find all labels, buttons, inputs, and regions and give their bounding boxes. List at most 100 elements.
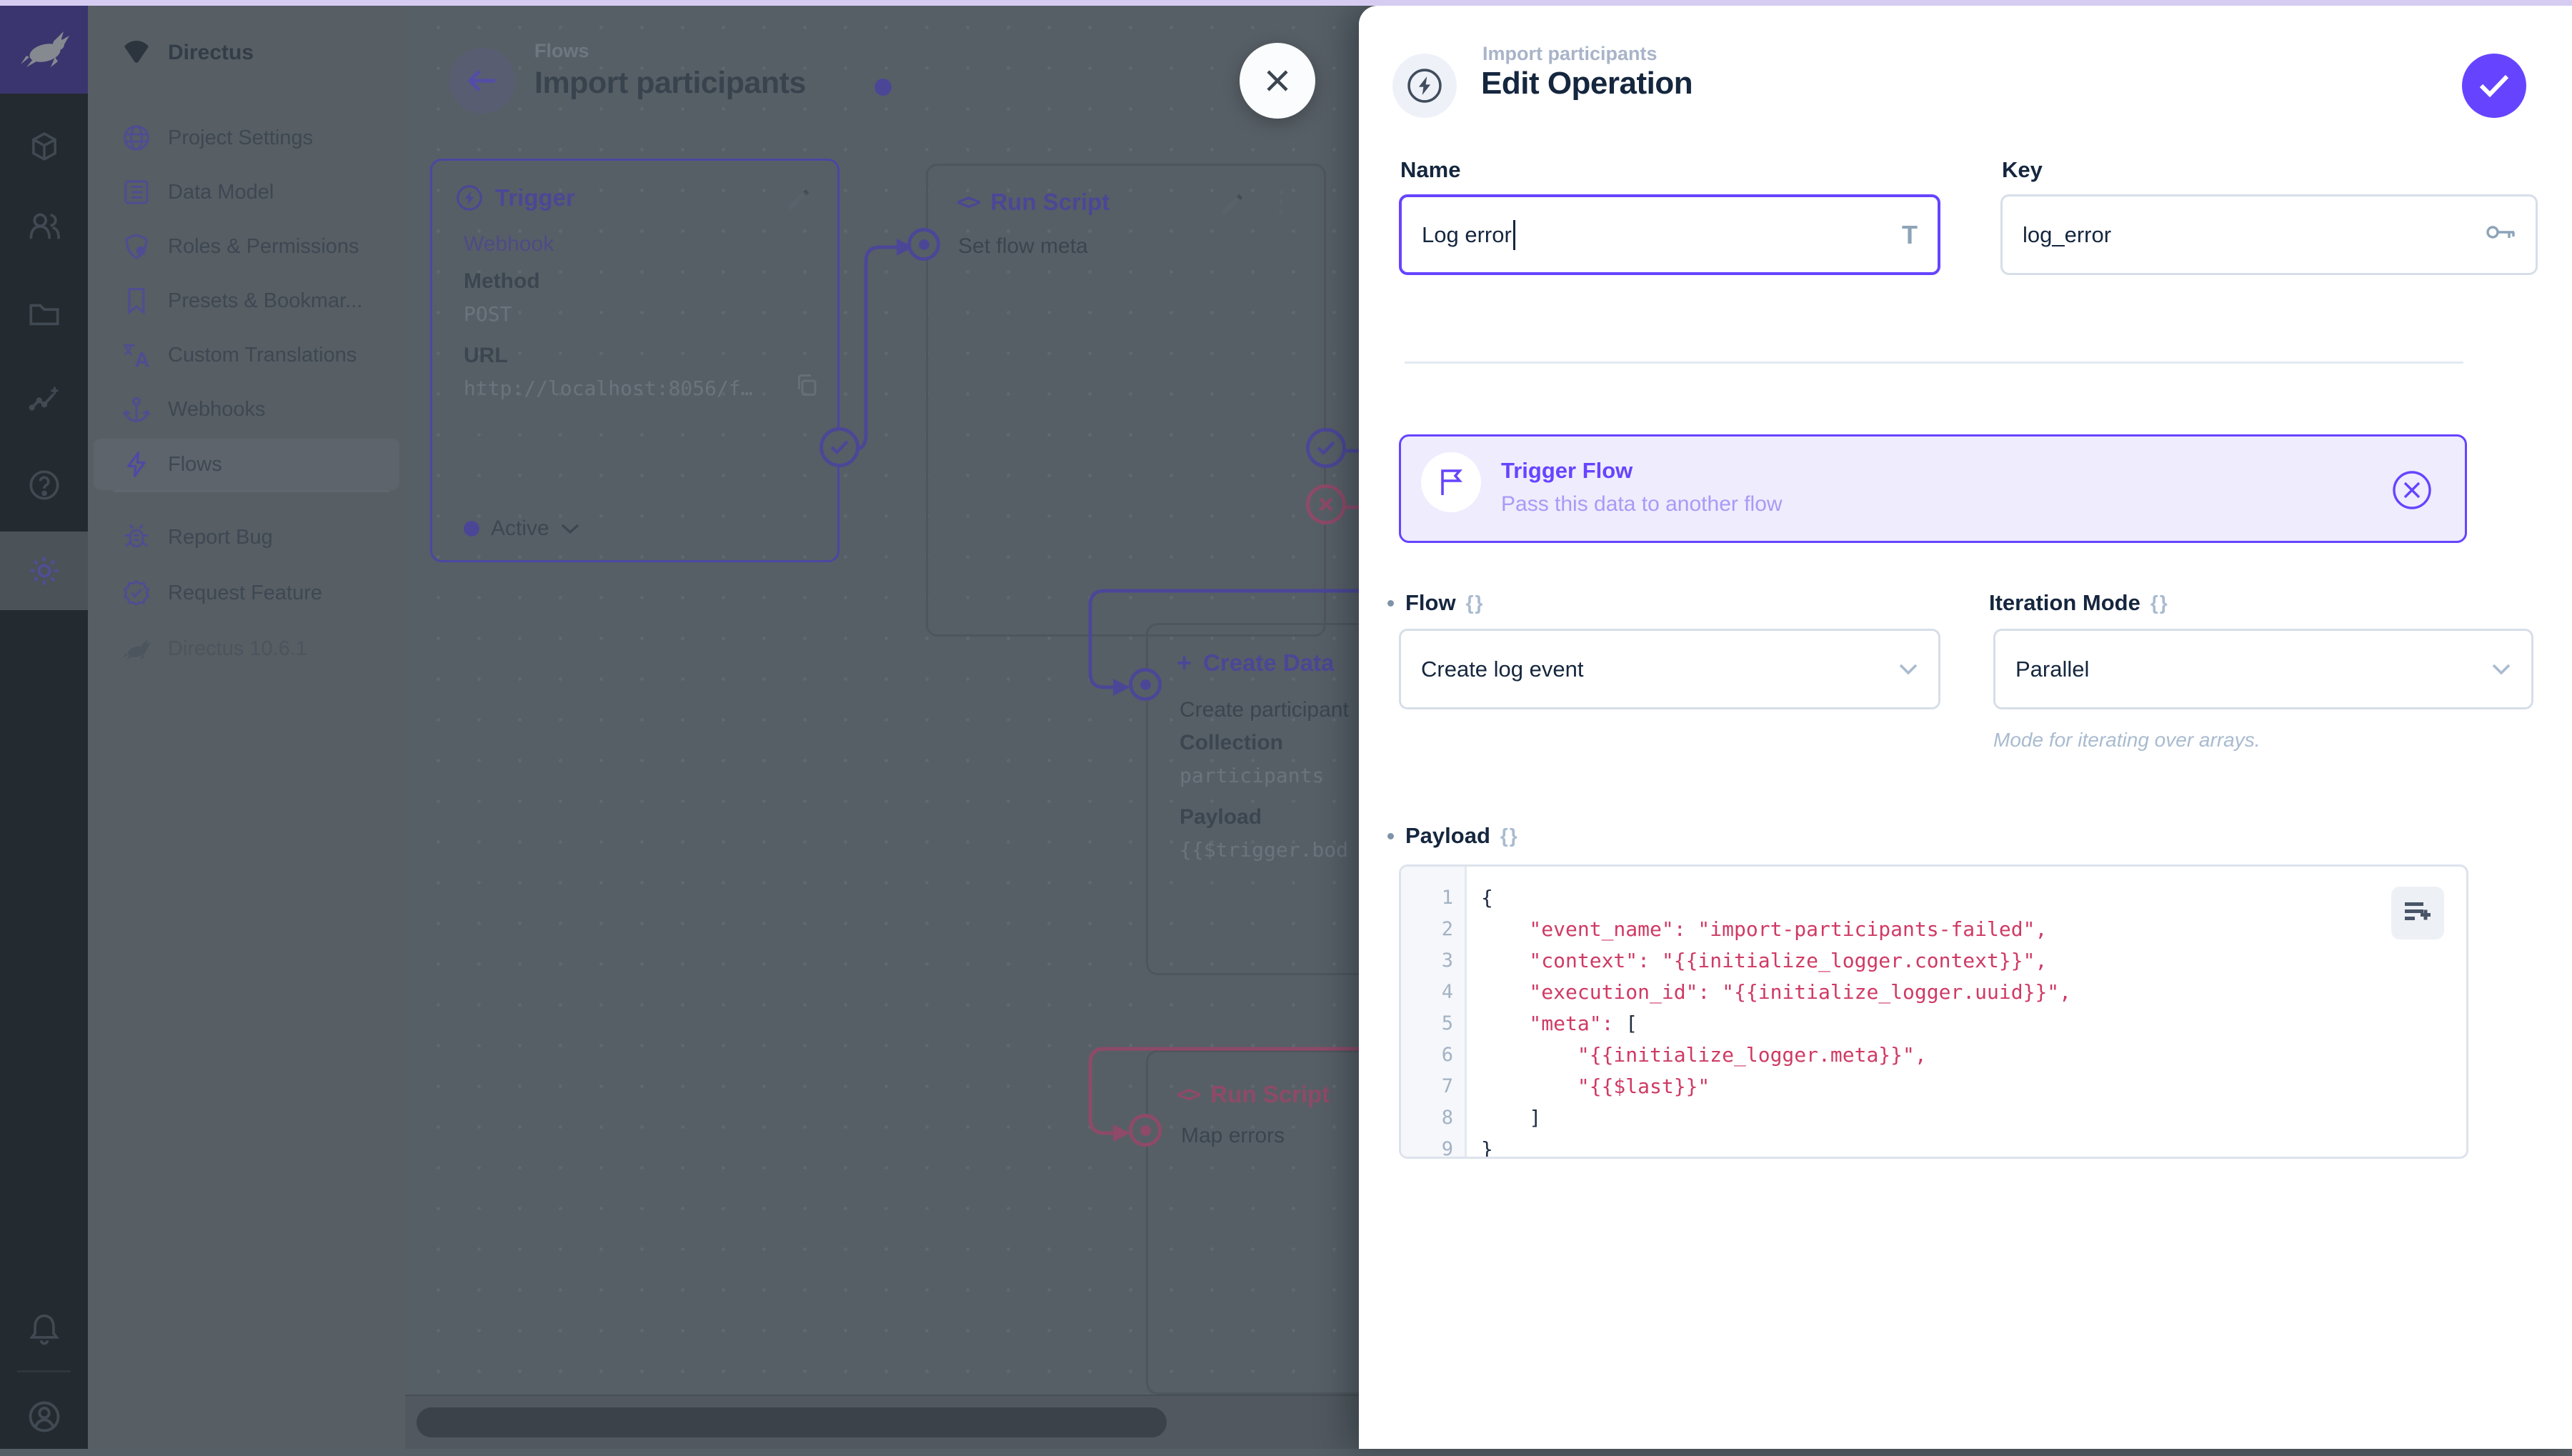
version-label: Directus 10.6.1: [168, 637, 308, 660]
bolt-circle-icon: [1407, 69, 1442, 103]
project-logo-icon: [121, 37, 152, 69]
create-data-panel[interactable]: + Create Data Create participant Collect…: [1146, 623, 1359, 975]
sidebar-item-label: Presets & Bookmar...: [168, 289, 363, 312]
map-errors-panel[interactable]: <> Run Script Map errors: [1146, 1050, 1359, 1395]
flow-canvas[interactable]: Trigger Webhook Method POST URL http://l…: [405, 6, 1359, 1449]
edit-pencil-icon[interactable]: [784, 185, 813, 217]
remove-panel-button[interactable]: [2391, 469, 2433, 514]
bookmark-icon: [121, 285, 152, 316]
resolve-node[interactable]: [1306, 428, 1346, 468]
sidebar-item-project-settings[interactable]: Project Settings: [88, 112, 405, 164]
save-button[interactable]: [2462, 54, 2526, 118]
editor-gutter: 1 2 3 4 5 6 7 8 9: [1401, 867, 1467, 1157]
raw-value-icon[interactable]: {}: [1465, 592, 1485, 614]
sidebar-item-report-bug[interactable]: Report Bug: [88, 512, 405, 563]
module-bar: [0, 0, 88, 1449]
key-value: log_error: [2023, 221, 2112, 247]
section-divider: [1405, 361, 2463, 364]
sidebar-item-presets-bookmarks[interactable]: Presets & Bookmar...: [88, 275, 405, 326]
flow-select[interactable]: Create log event: [1399, 629, 1940, 709]
raw-value-icon[interactable]: {}: [1500, 824, 1519, 847]
module-content-icon[interactable]: [0, 107, 88, 186]
sidebar-item-data-model[interactable]: Data Model: [88, 166, 405, 218]
status-label: Active: [491, 517, 549, 540]
trigger-type: Webhook: [464, 232, 554, 256]
playlist-add-icon: [2405, 902, 2431, 920]
nav-divider: [114, 490, 389, 492]
operation-name: Map errors: [1181, 1124, 1285, 1147]
shield-icon: [121, 231, 152, 262]
interface-options-button[interactable]: [2391, 887, 2444, 939]
map-errors-title: Run Script: [1210, 1081, 1330, 1107]
trigger-status[interactable]: Active: [464, 517, 579, 541]
module-insights-icon[interactable]: [0, 360, 88, 439]
close-icon: [1267, 70, 1288, 91]
code-line: ]: [1481, 1106, 1542, 1130]
sidebar-item-flows[interactable]: Flows: [94, 439, 399, 490]
trigger-flow-card[interactable]: Trigger Flow Pass this data to another f…: [1399, 434, 2467, 543]
list-box-icon: [121, 176, 152, 208]
sidebar-item-webhooks[interactable]: Webhooks: [88, 384, 405, 435]
code-line: "{{$last}}": [1481, 1074, 1710, 1098]
globe-icon: [121, 122, 152, 154]
payload-code-editor[interactable]: 1 2 3 4 5 6 7 8 9 { "event_name": "impor…: [1399, 864, 2468, 1159]
raw-value-icon[interactable]: {}: [2150, 592, 2169, 614]
check-icon: [2479, 74, 2509, 98]
trigger-flow-subtitle: Pass this data to another flow: [1501, 492, 1783, 516]
sidebar-item-label: Flows: [168, 452, 222, 476]
drawer-breadcrumb[interactable]: Import participants: [1482, 43, 1658, 64]
canvas-scrollbar[interactable]: [405, 1395, 1359, 1449]
module-users-icon[interactable]: [0, 187, 88, 266]
module-files-icon[interactable]: [0, 274, 88, 353]
flow-label: Flow {}: [1387, 590, 1484, 616]
close-drawer-button[interactable]: [1240, 43, 1315, 119]
trigger-flow-title: Trigger Flow: [1501, 458, 1633, 483]
reject-node[interactable]: [1306, 484, 1346, 524]
iteration-mode-select[interactable]: Parallel: [1993, 629, 2533, 709]
cube-icon: [31, 132, 56, 161]
sidebar-item-label: Report Bug: [168, 525, 273, 549]
help-icon: [29, 470, 59, 500]
name-input[interactable]: Log error T: [1399, 194, 1940, 275]
run-script-panel[interactable]: <> Run Script ⋮ Set flow meta: [926, 164, 1326, 637]
resolve-node[interactable]: [819, 427, 859, 467]
required-dot: [1387, 832, 1394, 839]
back-button[interactable]: [449, 48, 515, 114]
notifications-icon[interactable]: [0, 1289, 88, 1367]
code-line: }: [1481, 1137, 1493, 1159]
sidebar-item-roles-permissions[interactable]: Roles & Permissions: [88, 221, 405, 272]
kebab-menu-icon[interactable]: ⋮: [1267, 186, 1295, 217]
page-title: Import participants: [534, 66, 806, 100]
navigation-sidebar: Directus Project Settings Data Model Rol…: [88, 6, 405, 1449]
operation-name: Set flow meta: [958, 234, 1088, 258]
project-title: Directus: [168, 41, 254, 64]
key-label: Key: [2002, 157, 2043, 182]
iteration-mode-note: Mode for iterating over arrays.: [1993, 729, 2261, 751]
input-node[interactable]: [1129, 1114, 1162, 1147]
edit-pencil-icon[interactable]: [1218, 190, 1247, 222]
project-header[interactable]: Directus: [88, 27, 405, 79]
input-node[interactable]: [1129, 668, 1162, 701]
copy-icon[interactable]: [794, 372, 819, 402]
input-node[interactable]: [907, 228, 940, 261]
rabbit-small-icon: [121, 633, 152, 664]
trigger-panel[interactable]: Trigger Webhook Method POST URL http://l…: [430, 159, 839, 562]
drawer-title: Edit Operation: [1481, 66, 1693, 101]
scrollbar-thumb[interactable]: [417, 1407, 1167, 1437]
sidebar-item-label: Data Model: [168, 180, 274, 204]
seal-check-icon: [121, 577, 152, 609]
sidebar-item-label: Request Feature: [168, 581, 323, 604]
flag-circle: [1421, 452, 1481, 512]
run-script-title: Run Script: [990, 189, 1110, 215]
directus-logo-tile[interactable]: [0, 6, 88, 94]
module-docs-icon[interactable]: [0, 446, 88, 524]
breadcrumb[interactable]: Flows: [534, 40, 589, 61]
module-settings-icon[interactable]: [0, 532, 88, 610]
unsaved-dot: [874, 79, 892, 96]
iteration-mode-label: Iteration Mode {}: [1989, 590, 2169, 615]
sidebar-item-request-feature[interactable]: Request Feature: [88, 567, 405, 619]
account-icon[interactable]: [0, 1377, 88, 1456]
key-input[interactable]: log_error: [2000, 194, 2538, 275]
users-icon: [29, 213, 60, 239]
